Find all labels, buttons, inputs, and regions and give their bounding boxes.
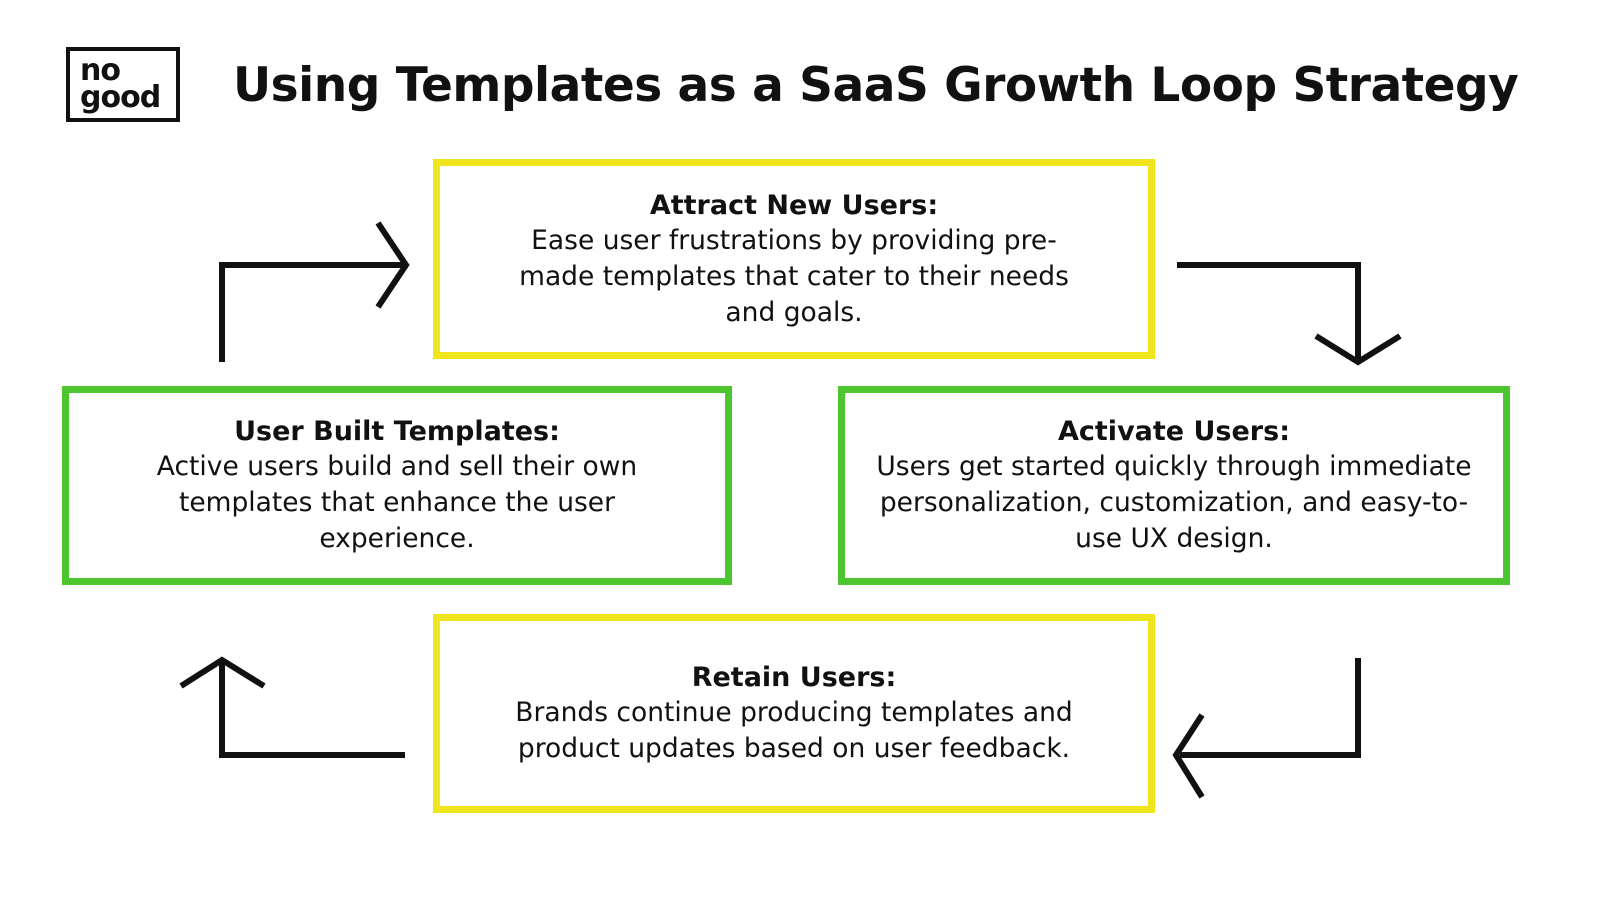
arrow-left-icon bbox=[1172, 658, 1361, 799]
step-box-activate-users: Activate Users: Users get started quickl… bbox=[838, 386, 1510, 585]
step-heading-activate: Activate Users: bbox=[1058, 416, 1290, 447]
step-heading-attract: Attract New Users: bbox=[649, 189, 939, 221]
step-body-user-built: Active users build and sell their own te… bbox=[156, 451, 638, 554]
page-title: Using Templates as a SaaS Growth Loop St… bbox=[233, 58, 1519, 113]
arrow-down-icon bbox=[1177, 262, 1402, 366]
step-heading-user-built: User Built Templates: bbox=[234, 416, 560, 447]
step-box-retain-users: Retain Users: Brands continue producing … bbox=[433, 614, 1155, 813]
step-body-attract: Ease user frustrations by providing pre-… bbox=[519, 224, 1069, 328]
step-heading-retain: Retain Users: bbox=[691, 662, 897, 693]
arrow-right-icon bbox=[219, 221, 410, 362]
logo-line-2: good bbox=[80, 80, 161, 115]
arrow-up-icon bbox=[179, 656, 405, 758]
logo-line-1: no bbox=[80, 53, 121, 88]
nogood-logo: no good bbox=[66, 47, 180, 122]
step-box-attract-new-users: Attract New Users: Ease user frustration… bbox=[433, 159, 1155, 359]
step-box-user-built-templates: User Built Templates: Active users build… bbox=[62, 386, 732, 585]
step-body-activate: Users get started quickly through immedi… bbox=[876, 451, 1472, 554]
step-body-retain: Brands continue producing templates and … bbox=[515, 697, 1073, 764]
